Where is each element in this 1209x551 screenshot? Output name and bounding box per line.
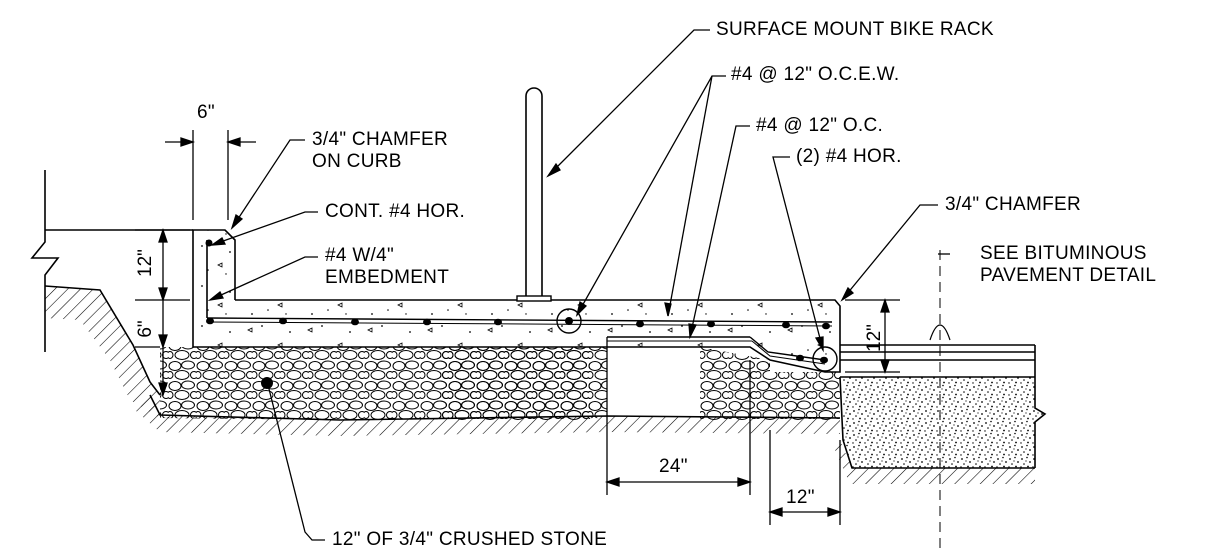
callout-cont-hor: CONT. #4 HOR.: [325, 201, 466, 222]
callout-rebar-oc: #4 @ 12" O.C.: [756, 115, 884, 136]
callout-embed-2: EMBEDMENT: [325, 267, 450, 288]
rebar-dots: [206, 317, 830, 364]
dim-edge-width: 12": [786, 487, 815, 508]
callout-bituminous-1: SEE BITUMINOUS: [980, 243, 1147, 264]
callout-chamfer-slab: 3/4" CHAMFER: [945, 194, 1081, 215]
dim-soil-depth: 6": [135, 320, 156, 338]
dim-thickened-width: 24": [659, 456, 688, 477]
dimension-lines: [135, 130, 900, 525]
callout-bike-rack: SURFACE MOUNT BIKE RACK: [716, 19, 994, 40]
bituminous-pavement: [835, 250, 1047, 550]
callout-bituminous-2: PAVEMENT DETAIL: [980, 265, 1157, 286]
callout-chamfer-curb-2: ON CURB: [312, 151, 402, 172]
crushed-stone-base: [160, 347, 840, 420]
dim-slab-edge: 12": [864, 324, 885, 352]
bike-rack: [516, 87, 552, 302]
subgrade: [135, 394, 841, 436]
leader-lines: [207, 29, 950, 541]
dim-curb-height: 12": [135, 249, 156, 277]
dim-curb-width: 6": [197, 102, 215, 123]
callout-hor-bars: (2) #4 HOR.: [796, 146, 902, 167]
concrete-curb: [192, 229, 236, 318]
callout-rebar-ocew: #4 @ 12" O.C.E.W.: [731, 64, 900, 85]
callout-crushed-stone: 12" OF 3/4" CRUSHED STONE: [332, 529, 608, 550]
callout-chamfer-curb-1: 3/4" CHAMFER: [312, 129, 448, 150]
callout-embed-1: #4 W/4": [325, 245, 395, 266]
